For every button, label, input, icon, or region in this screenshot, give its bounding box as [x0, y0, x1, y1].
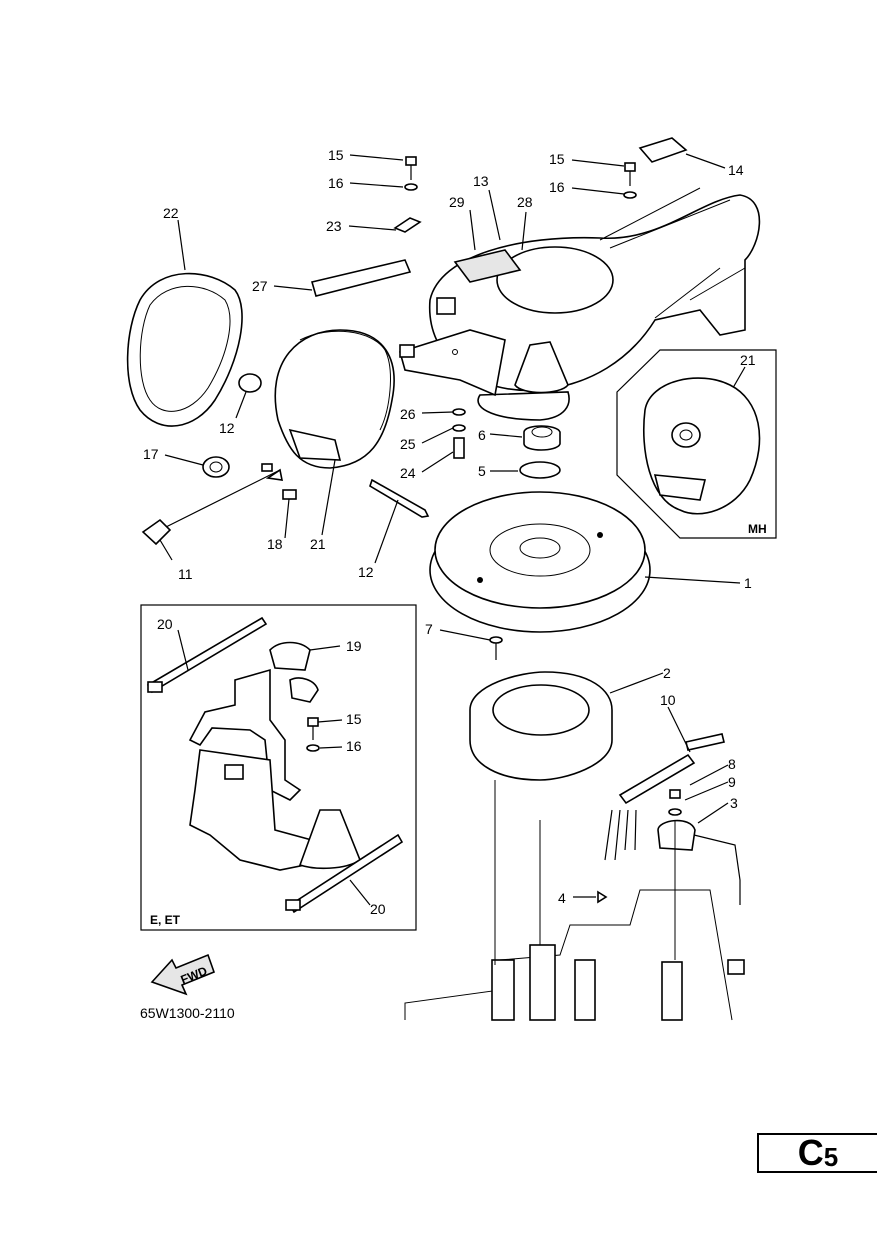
callout-18: 18: [267, 536, 283, 552]
stator: [469, 671, 613, 781]
callout-12a: 12: [219, 420, 235, 436]
label-27: [311, 259, 412, 297]
bolt-15-right: [623, 162, 637, 199]
callout-3: 3: [730, 795, 738, 811]
callout-29: 29: [449, 194, 465, 210]
callout-17: 17: [143, 446, 159, 462]
intake-silencer: [274, 329, 395, 469]
grommet: [238, 373, 262, 393]
callout-5: 5: [478, 463, 486, 479]
decal-14: [638, 137, 688, 163]
callout-labels: 1 2 3 4 5 6 7 8 9 10 11 12 12 13 14 15 1…: [143, 147, 756, 917]
plug: [202, 456, 230, 478]
callout-15c: 15: [346, 711, 362, 727]
bolt-15-left: [393, 156, 422, 233]
callout-20a: 20: [157, 616, 173, 632]
callout-13: 13: [473, 173, 489, 189]
callout-4: 4: [558, 890, 566, 906]
fwd-arrow: FWD: [150, 953, 216, 996]
callout-6: 6: [478, 427, 486, 443]
silencer-seal: [126, 272, 243, 427]
callout-21b: 21: [740, 352, 756, 368]
inset-e-et: E, ET: [140, 604, 417, 931]
washer-5: [519, 461, 561, 479]
callout-27: 27: [252, 278, 268, 294]
flywheel-cover: [429, 187, 761, 421]
page-code-box: C 5: [757, 1133, 877, 1173]
inset-e-et-label: E, ET: [150, 913, 181, 927]
callout-28: 28: [517, 194, 533, 210]
cover-bracket: [399, 329, 506, 397]
callout-16a: 16: [328, 175, 344, 191]
bolt-24-washers: [452, 408, 466, 459]
page-code-letter: C: [797, 1132, 824, 1173]
figure-code: 65W1300-2110: [140, 1005, 235, 1021]
callout-16b: 16: [549, 179, 565, 195]
callout-16c: 16: [346, 738, 362, 754]
callout-15a: 15: [328, 147, 344, 163]
callout-2: 2: [663, 665, 671, 681]
hose-assembly: [141, 463, 284, 546]
callout-23: 23: [326, 218, 342, 234]
callout-11: 11: [178, 566, 193, 582]
callout-20b: 20: [370, 901, 386, 917]
callout-25: 25: [400, 436, 416, 452]
callout-10: 10: [660, 692, 676, 708]
callout-12b: 12: [358, 564, 374, 580]
page-code-number: 5: [823, 1142, 839, 1172]
callout-26: 26: [400, 406, 416, 422]
pulser-coil-leads: [597, 733, 745, 975]
inset-mh-label: MH: [748, 522, 767, 536]
label-18: [282, 489, 297, 500]
callout-8: 8: [728, 756, 736, 772]
callout-24: 24: [400, 465, 416, 481]
callout-19: 19: [346, 638, 362, 654]
flywheel-nut: [523, 425, 561, 451]
flywheel: [429, 491, 651, 633]
callout-14: 14: [728, 162, 744, 178]
callout-22: 22: [163, 205, 179, 221]
callout-21a: 21: [310, 536, 326, 552]
cable-tie: [369, 478, 430, 518]
callout-9: 9: [728, 774, 736, 790]
callout-7: 7: [425, 621, 433, 637]
callout-15b: 15: [549, 151, 565, 167]
inset-mh: MH: [616, 349, 777, 539]
callout-1: 1: [744, 575, 752, 591]
bolt-7: [489, 636, 503, 660]
engine-block: [404, 780, 733, 1021]
